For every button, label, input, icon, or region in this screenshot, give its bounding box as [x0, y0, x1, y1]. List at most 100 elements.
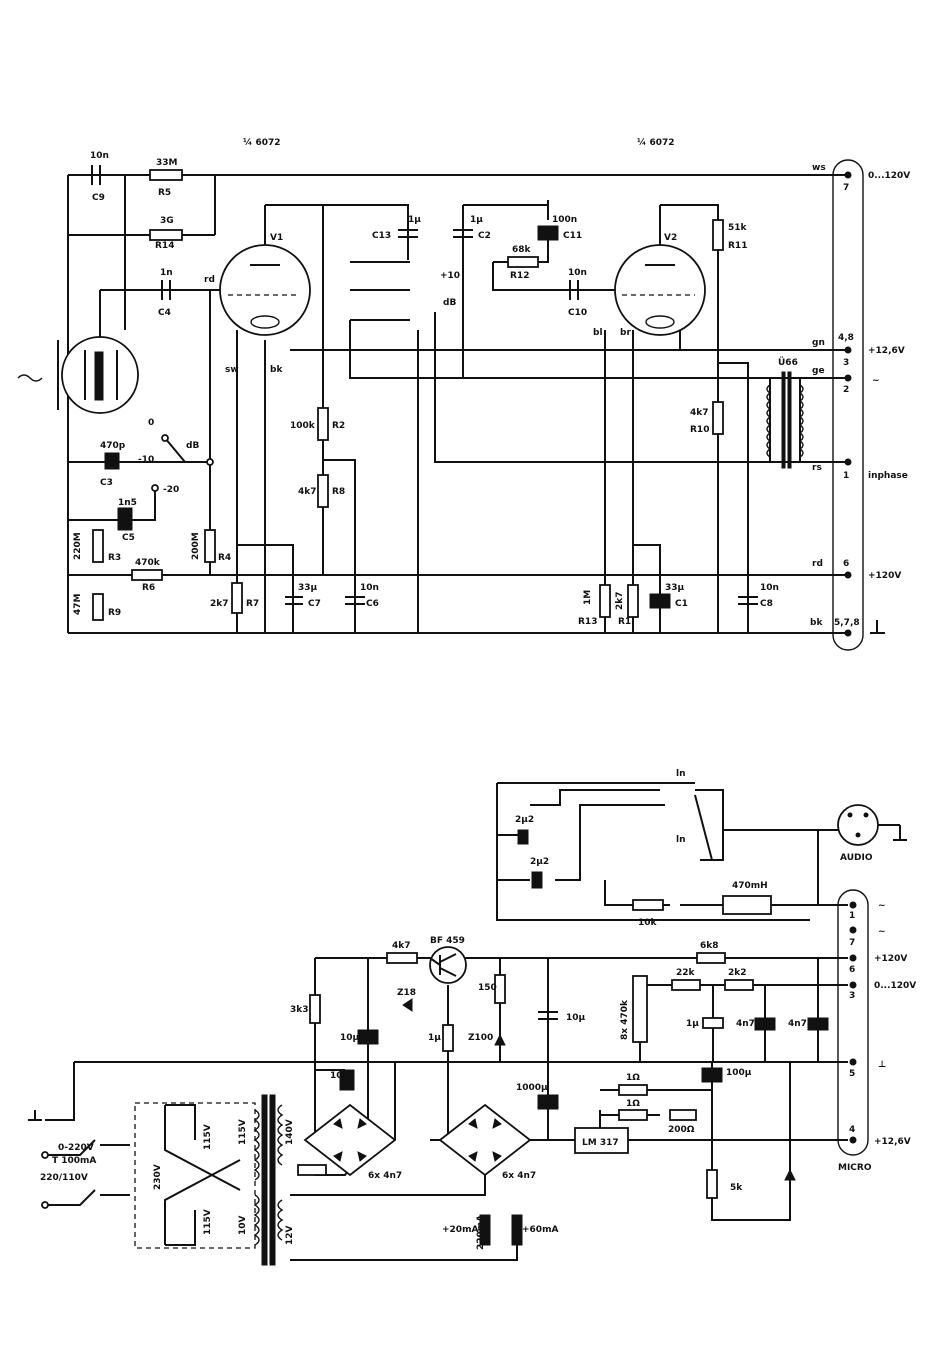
label-br-wire: br — [620, 328, 631, 338]
label-c7-value: 33µ — [298, 583, 318, 593]
label-r8: R8 — [332, 487, 345, 497]
label-r10k: 10k — [638, 918, 658, 928]
label-r7-value: 2k7 — [210, 599, 229, 609]
label-tube-v2: ¼ 6072 — [637, 137, 675, 148]
label-c4n7a: 4n7 — [736, 1019, 755, 1029]
label-bpin6: 6 — [849, 965, 855, 975]
label-c10u2: 10µ — [566, 1013, 586, 1023]
label-bpin5: 5 — [849, 1069, 855, 1079]
label-b-tilde1: ~ — [878, 901, 886, 911]
label-b-tilde2: ~ — [878, 927, 886, 937]
label-c9-value: 10n — [90, 151, 109, 161]
label-micro: MICRO — [838, 1163, 872, 1173]
label-c6-value: 10n — [360, 583, 379, 593]
label-b-0-120v: 0...120V — [874, 981, 916, 991]
label-r9-value: 47M — [73, 593, 83, 615]
label-r11-value: 51k — [728, 223, 748, 233]
label-r12: R12 — [510, 271, 529, 281]
label-bpin3: 3 — [849, 991, 855, 1001]
label-r200: 200Ω — [668, 1125, 695, 1135]
label-c10u: 10µ — [340, 1033, 360, 1043]
label-w115b: 115V — [238, 1119, 248, 1145]
label-v1: V1 — [270, 233, 283, 243]
label-bf459: BF 459 — [430, 936, 465, 946]
label-ln1: ln — [676, 769, 686, 779]
label-bl-wire: bl — [593, 328, 603, 338]
label-bpin7: 7 — [849, 938, 855, 948]
label-b-12v6: +12,6V — [874, 1137, 911, 1147]
label-c1-value: 33µ — [665, 583, 685, 593]
label-c13-value: 1µ — [408, 215, 421, 225]
label-r6-value: 470k — [135, 558, 161, 568]
label-sw2-db: dB — [443, 298, 456, 308]
label-r12-value: 68k — [512, 245, 532, 255]
label-c8-value: 10n — [760, 583, 779, 593]
label-r6k8: 6k8 — [700, 941, 719, 951]
label-audio: AUDIO — [840, 853, 873, 863]
label-w115c: 115V — [203, 1209, 213, 1235]
label-rd2-wire: rd — [812, 559, 823, 569]
label-r4-value: 200M — [191, 532, 201, 560]
label-r13: R13 — [578, 617, 597, 627]
label-c4n7b: 4n7 — [788, 1019, 807, 1029]
label-c2u2b: 2µ2 — [530, 857, 549, 867]
label-pin578: 5,7,8 — [834, 618, 860, 628]
label-sw-wire: sw — [225, 365, 239, 375]
label-c10-value: 10n — [568, 268, 587, 278]
label-bk2-wire: bk — [810, 618, 823, 628]
power-supply-circuit — [28, 782, 907, 1266]
label-r150: 150 — [478, 983, 497, 993]
label-c1u: 1µ — [686, 1019, 699, 1029]
label-pin6: 6 — [843, 559, 849, 569]
label-0-120v: 0...120V — [868, 171, 910, 181]
label-ws-wire: ws — [812, 163, 826, 173]
label-rect2: 6x 4n7 — [502, 1171, 536, 1181]
label-c9: C9 — [92, 193, 105, 203]
label-r2k2: 2k2 — [728, 968, 747, 978]
label-ge-wire: ge — [812, 366, 825, 376]
label-r5k: 5k — [730, 1183, 743, 1193]
label-c4: C4 — [158, 308, 171, 318]
label-c2-value: 1µ — [470, 215, 483, 225]
microphone-amplifier-circuit — [17, 159, 885, 651]
label-r3-value: 220M — [73, 532, 83, 560]
label-bpin4: 4 — [849, 1125, 855, 1135]
label-r1b: 1Ω — [626, 1099, 640, 1109]
label-r22k: 22k — [676, 968, 696, 978]
label-r2: R2 — [332, 421, 345, 431]
label-c11: C11 — [563, 231, 582, 241]
label-r5-value: 33M — [156, 158, 178, 168]
label-bpin1: 1 — [849, 911, 855, 921]
label-sw-minus10: -10 — [138, 455, 154, 465]
label-c10: C10 — [568, 308, 587, 318]
label-r6: R6 — [142, 583, 155, 593]
label-c10u3: 10µ — [330, 1071, 350, 1081]
label-r4k7: 4k7 — [392, 941, 411, 951]
label-r3k3: 3k3 — [290, 1005, 309, 1015]
label-r13-value: 1M — [583, 590, 593, 605]
label-z100: Z100 — [468, 1033, 493, 1043]
label-c3-value: 470p — [100, 441, 126, 451]
label-r5: R5 — [158, 188, 171, 198]
label-transformer: Ü66 — [778, 357, 798, 368]
label-inphase: inphase — [868, 471, 908, 481]
label-fuse: T 100mA — [52, 1156, 96, 1166]
label-20ma: +20mA — [442, 1225, 478, 1235]
label-inductor: 470mH — [732, 881, 768, 891]
label-c2u2a: 2µ2 — [515, 815, 534, 825]
label-220ma: 220mA — [476, 1215, 486, 1250]
label-r14: R14 — [155, 241, 174, 251]
label-c3: C3 — [100, 478, 113, 488]
label-r10-value: 4k7 — [690, 408, 709, 418]
label-c8: C8 — [760, 599, 773, 609]
label-c13: C13 — [372, 231, 391, 241]
label-sw-minus20: -20 — [163, 485, 179, 495]
label-c1000u: 1000µ — [516, 1083, 548, 1093]
label-z18: Z18 — [397, 988, 416, 998]
label-b-gnd: ⊥ — [878, 1060, 886, 1070]
label-gn-wire: gn — [812, 338, 825, 348]
label-w230: 230V — [153, 1164, 163, 1190]
label-r4: R4 — [218, 553, 231, 563]
label-lm317: LM 317 — [582, 1138, 619, 1148]
label-sw-db: dB — [186, 441, 199, 451]
